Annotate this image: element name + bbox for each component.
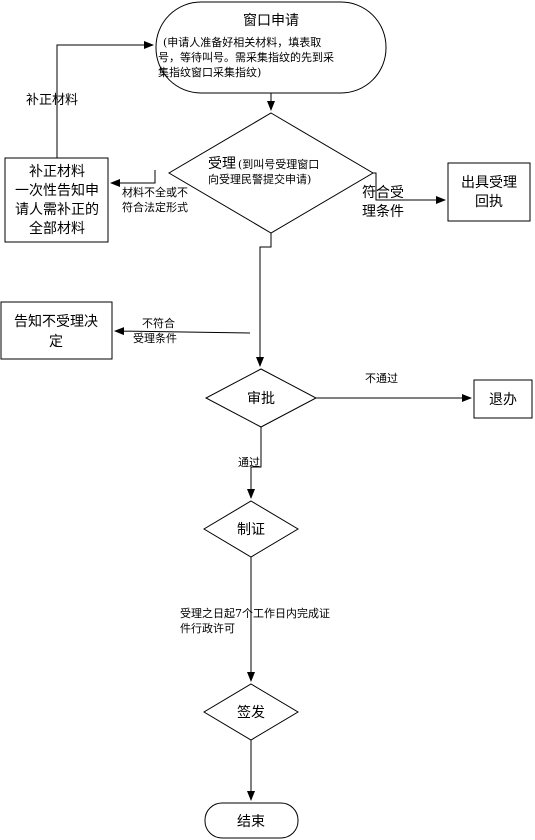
accept-label-small-1: (到叫号受理窗口 [238,157,319,171]
edge-not-passed-label: 不通过 [365,372,398,385]
node-withdraw: 退办 [473,379,533,419]
sign-label: 签发 [237,704,265,721]
not-accept-box [0,301,113,360]
edge-passed-label: 通过 [238,456,260,469]
node-end: 结束 [204,802,299,839]
edge-not-qualified [114,327,251,336]
edge-qualified-label-2: 理条件 [362,203,404,220]
supplement-box [4,157,109,243]
edge-deadline-label-1: 受理之日起7个工作日内完成证 [180,606,330,620]
node-approve: 审批 [204,368,318,428]
node-supplement: 补正材料 一次性告知申 请人需补正的 全部材料 [4,157,109,243]
edge-supplement-loop [56,41,154,158]
accept-label-big: 受理 [208,156,236,172]
supplement-line-2: 一次性告知申 [15,182,99,199]
node-sign: 签发 [203,683,299,741]
edge-accept-to-approve [256,233,272,367]
issue-receipt-line-1: 出具受理 [461,175,517,191]
node-certify: 制证 [203,500,299,558]
edge-qualified [373,172,446,204]
not-accept-line-2: 定 [49,334,63,350]
withdraw-label: 退办 [489,392,517,408]
window-apply-title: 窗口申请 [243,12,299,29]
edge-supplement-loop-label: 补正材料 [26,93,78,108]
edge-not-qualified-label-2: 受理条件 [133,331,177,345]
window-apply-detail-3: 集指纹窗口采集指纹) [158,65,261,79]
node-not-accept: 告知不受理决 定 [0,301,113,360]
edge-passed [247,427,262,499]
certify-label: 制证 [237,522,265,538]
edge-incomplete [110,170,156,187]
withdraw-box [473,379,533,419]
window-apply-detail-1: (申请人准备好相关材料，填表取 [163,35,321,49]
edge-incomplete-label-2: 符合法定形式 [122,200,188,214]
issue-receipt-box [447,162,531,222]
window-apply-detail-2: 号，等待叫号。需采集指纹的先到采 [158,50,334,64]
accept-label-small-2: 向受理民警提交申请) [208,172,311,186]
node-window-apply: 窗口申请 (申请人准备好相关材料，填表取 号，等待叫号。需采集指纹的先到采 集指… [155,1,387,94]
edge-qualified-label-1: 符合受 [362,185,404,201]
supplement-line-4: 全部材料 [29,220,85,237]
issue-receipt-line-2: 回执 [475,194,503,210]
supplement-line-3: 请人需补正的 [15,202,99,218]
edge-deadline-label-2: 件行政许可 [180,621,235,635]
approve-label: 审批 [247,391,275,407]
not-accept-line-1: 告知不受理决 [14,313,98,330]
edge-not-qualified-label-1: 不符合 [142,316,175,330]
node-accept: 受理 (到叫号受理窗口 向受理民警提交申请) [168,112,374,234]
edge-incomplete-label-1: 材料不全或不 [122,185,188,199]
end-terminal [204,802,299,839]
end-label: 结束 [237,814,265,830]
supplement-line-1: 补正材料 [29,164,85,180]
node-issue-receipt: 出具受理 回执 [447,162,531,222]
